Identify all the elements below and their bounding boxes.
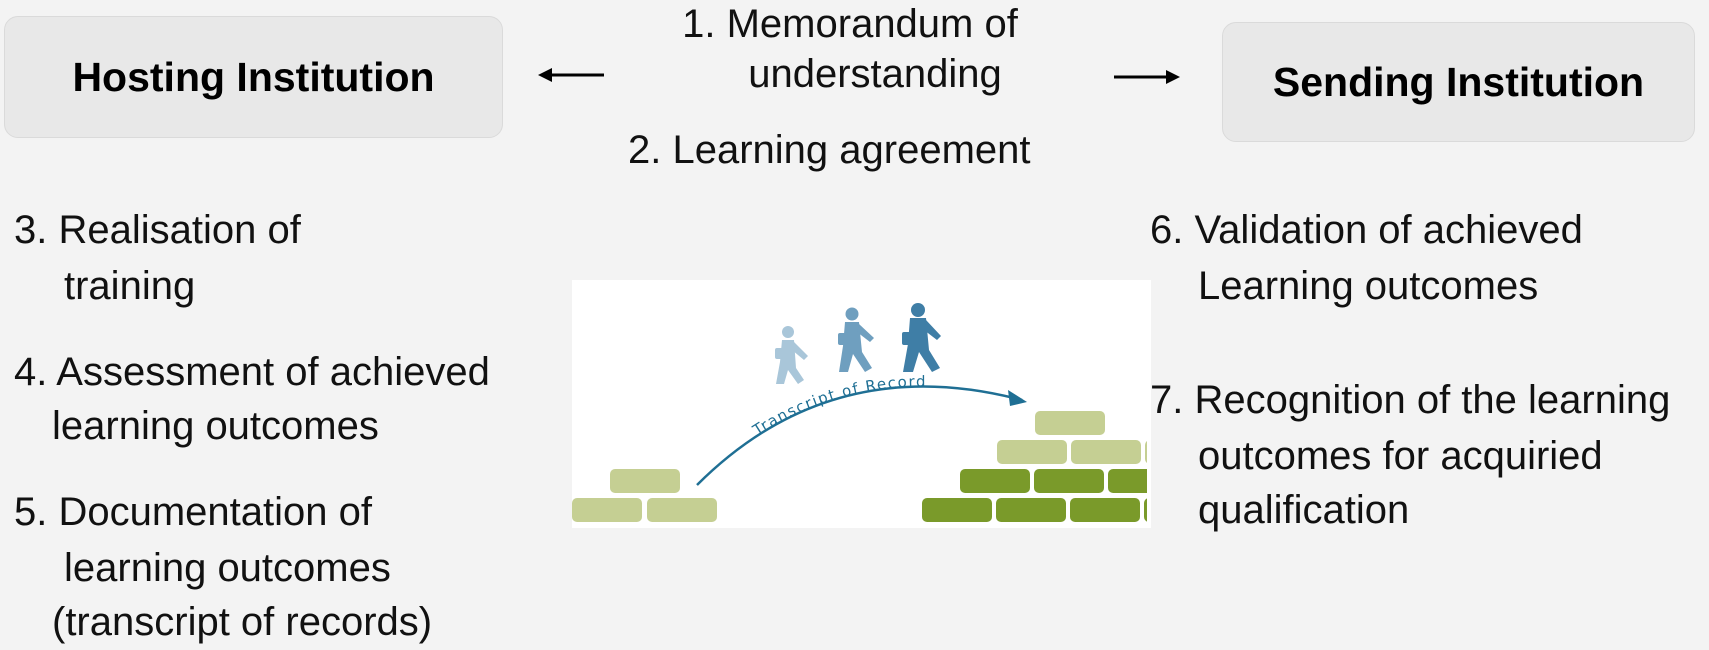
step-6-line-2: Learning outcomes [1198, 264, 1539, 308]
step-3-line-1: 3. Realisation of [14, 208, 301, 252]
brick-left-top [610, 469, 680, 493]
brick-right-r2b [1071, 440, 1141, 464]
arc-label: Transcript of Record [749, 372, 927, 439]
brick-left-bottom-2 [647, 498, 717, 522]
transcript-bridge-figure: Transcript of Record [572, 280, 1151, 528]
brick-right-r2a [997, 440, 1067, 464]
step-6-line-1: 6. Validation of achieved [1150, 208, 1583, 252]
sending-institution-label: Sending Institution [1272, 58, 1645, 105]
transcript-arc [696, 385, 1023, 486]
brick-left-bottom-1 [572, 498, 642, 522]
brick-right-r4d [1144, 498, 1147, 522]
step-5-line-2: learning outcomes [64, 546, 391, 590]
arc-arrowhead-icon [1008, 390, 1027, 406]
walker-1-icon [775, 326, 808, 384]
step-4-line-1: 4. Assessment of achieved [14, 350, 490, 394]
step-2: 2. Learning agreement [628, 128, 1031, 172]
brick-right-r3b [1034, 469, 1104, 493]
brick-right-r1 [1035, 411, 1105, 435]
step-1-line-1: 1. Memorandum of [682, 2, 1018, 46]
brick-right-r4c [1070, 498, 1140, 522]
step-7-line-2: outcomes for acquiried [1198, 434, 1603, 478]
walker-3-icon [902, 303, 941, 372]
walker-2-icon [838, 307, 874, 372]
step-7-line-3: qualification [1198, 488, 1410, 532]
brick-right-r3a [960, 469, 1030, 493]
sending-institution-box: Sending Institution [1222, 22, 1695, 142]
step-7-line-1: 7. Recognition of the learning [1150, 378, 1671, 422]
hosting-institution-box: Hosting Institution [4, 16, 503, 138]
step-1-line-2: understanding [748, 52, 1002, 96]
brick-right-r2c [1145, 441, 1147, 463]
step-4-line-2: learning outcomes [52, 404, 379, 448]
brick-right-r4a [922, 498, 992, 522]
brick-right-r3c [1108, 469, 1147, 493]
brick-right-r4b [996, 498, 1066, 522]
step-3-line-2: training [64, 264, 196, 308]
step-5-line-1: 5. Documentation of [14, 490, 372, 534]
left-arrow-icon [538, 68, 604, 82]
hosting-institution-label: Hosting Institution [72, 53, 435, 100]
right-arrow-icon [1114, 70, 1180, 84]
step-5-line-3: (transcript of records) [52, 600, 433, 644]
